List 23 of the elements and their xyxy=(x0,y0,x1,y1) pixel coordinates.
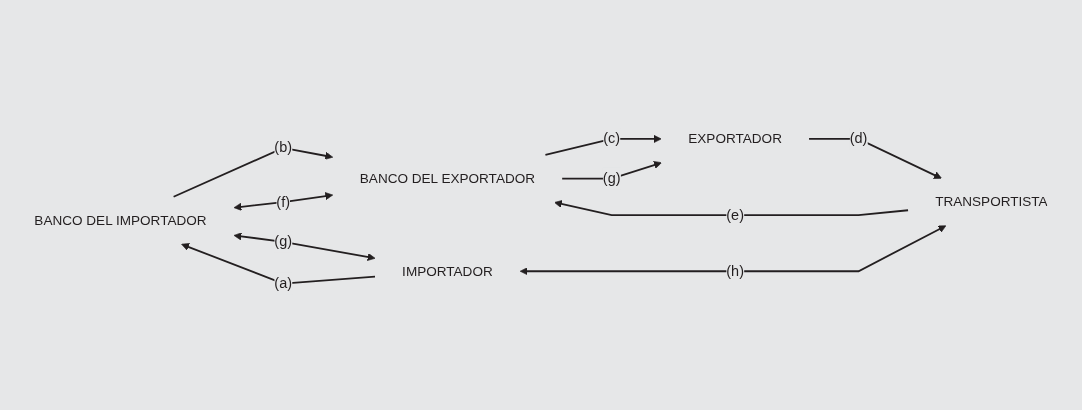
edge-label: (b) xyxy=(274,139,293,156)
edge-label: (g) xyxy=(602,170,621,186)
arrow xyxy=(519,225,947,276)
edge-label: (e) xyxy=(726,206,744,223)
arrow xyxy=(233,192,334,211)
edge-label: (c) xyxy=(603,130,621,147)
edge-label: (h) xyxy=(726,263,744,279)
node-text: TRANSPORTISTA xyxy=(935,193,1048,209)
arrow xyxy=(172,146,334,198)
edge-label: (d) xyxy=(849,130,868,147)
arrow xyxy=(554,200,909,216)
arrow xyxy=(561,161,662,180)
node-text: IMPORTADOR xyxy=(402,262,493,279)
node-text: EXPORTADOR xyxy=(688,130,782,146)
arrow xyxy=(233,232,376,261)
arrow xyxy=(181,243,376,285)
edge-label: (g) xyxy=(274,233,293,249)
edge-label: (f) xyxy=(276,193,291,210)
arrow xyxy=(808,137,942,179)
node-text: BANCO DEL IMPORTADOR xyxy=(34,212,207,228)
arrow xyxy=(544,134,662,156)
node-text: BANCO DEL EXPORTADOR xyxy=(359,170,536,186)
edge-label: (a) xyxy=(274,275,293,291)
